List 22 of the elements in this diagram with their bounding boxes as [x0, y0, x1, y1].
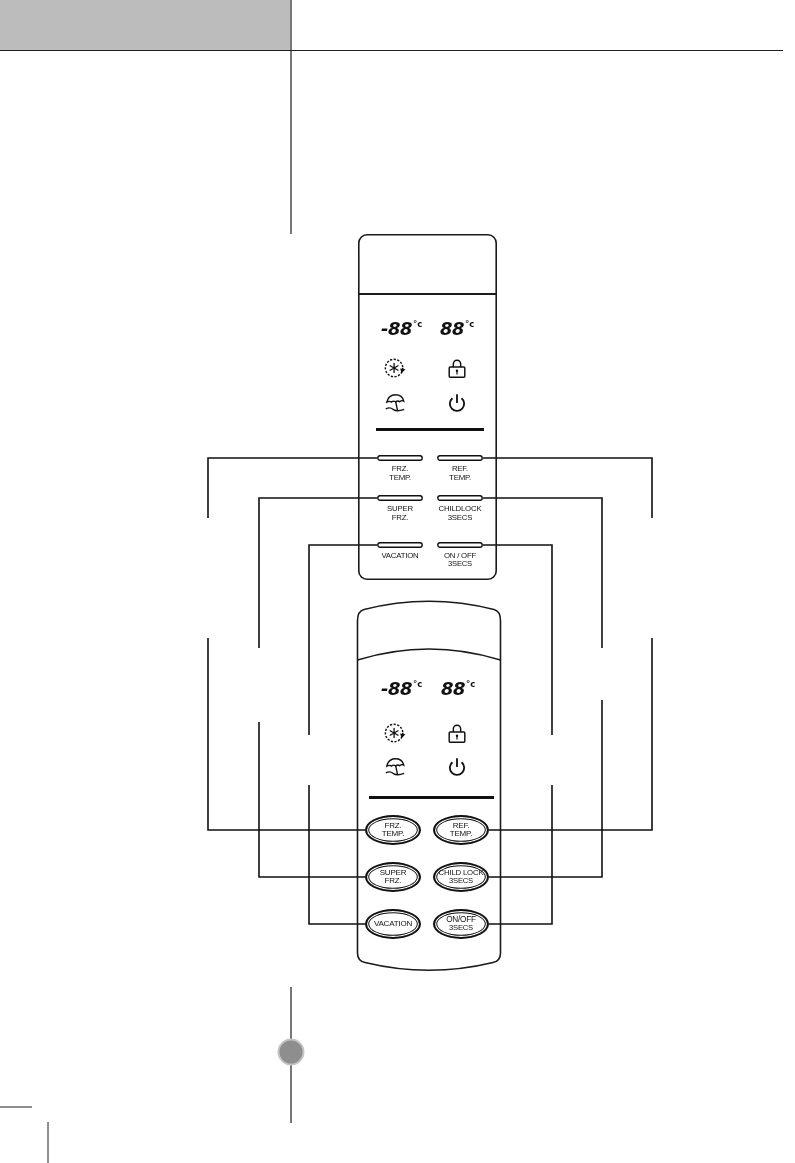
leader-line — [482, 457, 653, 519]
leader-line — [308, 784, 366, 925]
control-panel — [358, 234, 497, 580]
leader-line — [488, 699, 603, 878]
push-button: FRZ. TEMP. — [365, 815, 421, 845]
leader-line — [258, 497, 378, 649]
temperature-readout: -88$^{°c}$ — [381, 319, 423, 339]
leader-line — [488, 637, 653, 831]
push-button: REF. TEMP. — [433, 815, 489, 845]
push-button: SUPER FRZ. — [365, 862, 421, 892]
leader-line — [207, 637, 366, 831]
temperature-readout: -88$^{°c}$ — [381, 679, 423, 699]
leader-line — [258, 721, 366, 878]
leader-line — [207, 457, 378, 519]
leader-line — [308, 544, 378, 736]
temperature-readout: 88$^{°c}$ — [440, 319, 475, 339]
push-button: VACATION — [365, 909, 421, 939]
leader-line — [482, 544, 553, 736]
control-panel — [356, 597, 502, 974]
leader-line — [482, 497, 603, 649]
temperature-readout: 88$^{°c}$ — [441, 679, 476, 699]
leader-line — [488, 784, 553, 925]
